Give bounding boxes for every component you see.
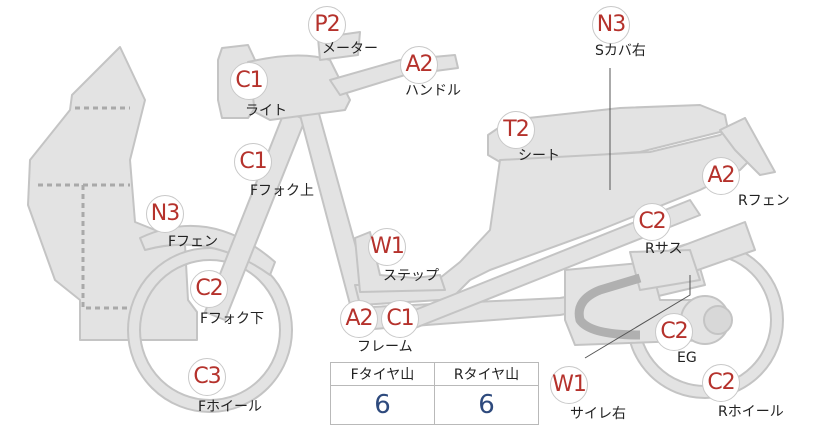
f-fender-label: Fフェン bbox=[168, 234, 219, 250]
r-wheel-label: Rホイール bbox=[718, 404, 784, 420]
step-code-badge: W1 bbox=[368, 228, 406, 266]
muffler-code-badge: W1 bbox=[550, 366, 588, 404]
rear-tire-value: 6 bbox=[434, 385, 539, 425]
fork-lower-label: Fフォク下 bbox=[200, 311, 265, 327]
s-cover-label: Sカバ右 bbox=[595, 43, 646, 59]
s-cover-code-badge: N3 bbox=[592, 6, 630, 44]
f-wheel-code-badge: C3 bbox=[188, 358, 226, 396]
seat-shape bbox=[487, 104, 729, 163]
handle-label: ハンドル bbox=[405, 83, 461, 99]
meter-label: メーター bbox=[322, 41, 378, 57]
rear-tire-header: Rタイヤ山 bbox=[434, 362, 539, 386]
seat-code-badge: T2 bbox=[497, 111, 535, 149]
r-sus-code-badge: C2 bbox=[633, 203, 671, 241]
tire-tread-table: Fタイヤ山 Rタイヤ山 6 6 bbox=[330, 362, 539, 425]
seat-label: シート bbox=[518, 148, 560, 164]
light-code-badge: C1 bbox=[230, 62, 268, 100]
r-fender-label: Rフェン bbox=[738, 193, 790, 209]
front-fairing-shape bbox=[27, 46, 198, 341]
muffler-label: サイレ右 bbox=[570, 406, 626, 422]
r-fender-code-badge: A2 bbox=[702, 157, 740, 195]
engine-code-badge: C2 bbox=[655, 313, 693, 351]
front-fender-shape bbox=[139, 224, 276, 276]
frame-label: フレーム bbox=[357, 339, 413, 355]
frame-a-code-badge: A2 bbox=[340, 300, 378, 338]
muffler-leader bbox=[584, 275, 691, 359]
r-sus-label: Rサス bbox=[645, 241, 683, 257]
front-tire-value: 6 bbox=[330, 385, 435, 425]
meter-housing-shape bbox=[247, 54, 351, 121]
fork-lower-code-badge: C2 bbox=[190, 270, 228, 308]
step-label: ステップ bbox=[383, 268, 439, 284]
frame-c-code-badge: C1 bbox=[381, 300, 419, 338]
f-fender-code-badge: N3 bbox=[146, 195, 184, 233]
meter-code-badge: P2 bbox=[308, 6, 346, 44]
fork-upper-label: Fフォク上 bbox=[250, 183, 315, 199]
front-tire-header: Fタイヤ山 bbox=[330, 362, 435, 386]
engine-label: EG bbox=[677, 350, 697, 366]
light-label: ライト bbox=[245, 103, 287, 119]
r-wheel-code-badge: C2 bbox=[702, 364, 740, 402]
fork-upper-code-badge: C1 bbox=[234, 143, 272, 181]
f-wheel-label: Fホイール bbox=[198, 399, 263, 415]
handle-code-badge: A2 bbox=[400, 46, 438, 84]
